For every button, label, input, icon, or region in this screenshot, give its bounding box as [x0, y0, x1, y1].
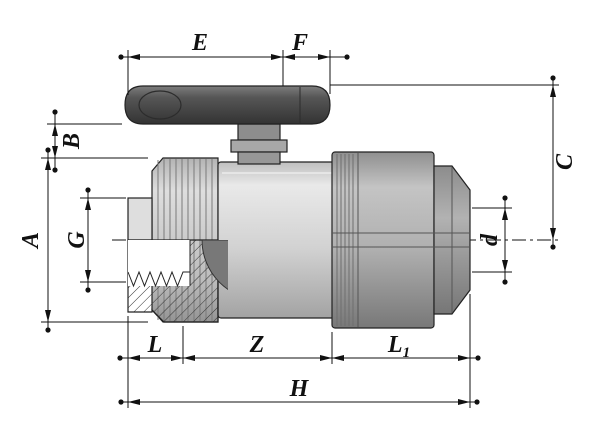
dim-label-h: H [289, 376, 310, 402]
fitting-ribs [336, 154, 354, 326]
dim-label-l1: L1 [387, 332, 410, 361]
dim-label-l1-sub: 1 [403, 345, 411, 361]
dimension-end-dots [45, 54, 556, 405]
dim-label-c: C [552, 153, 578, 170]
extension-lines [41, 50, 559, 408]
dim-label-b: B [59, 133, 85, 150]
valve-body [217, 161, 337, 319]
fitting-nut [331, 151, 435, 329]
dimension-labels: E F C B A G d L Z L1 H [18, 30, 578, 402]
dimension-lines [45, 54, 556, 405]
dim-label-l1-main: L [387, 332, 403, 358]
dim-label-g: G [64, 231, 90, 249]
compression-fitting [331, 151, 471, 329]
valve-handle [124, 85, 331, 125]
dim-label-d: d [477, 233, 503, 246]
dim-label-a: A [18, 232, 44, 250]
dim-label-l: L [147, 332, 163, 358]
socket-end-stub [127, 197, 153, 241]
dim-label-e: E [191, 30, 208, 56]
internal-thread-profile [127, 270, 190, 288]
socket-section [127, 239, 228, 323]
handle-boss [138, 90, 182, 120]
dim-label-f: F [291, 30, 308, 56]
handle-stem [230, 123, 288, 165]
ball-section [201, 240, 228, 290]
dim-label-z: Z [249, 332, 265, 358]
valve-assembly [124, 85, 471, 329]
